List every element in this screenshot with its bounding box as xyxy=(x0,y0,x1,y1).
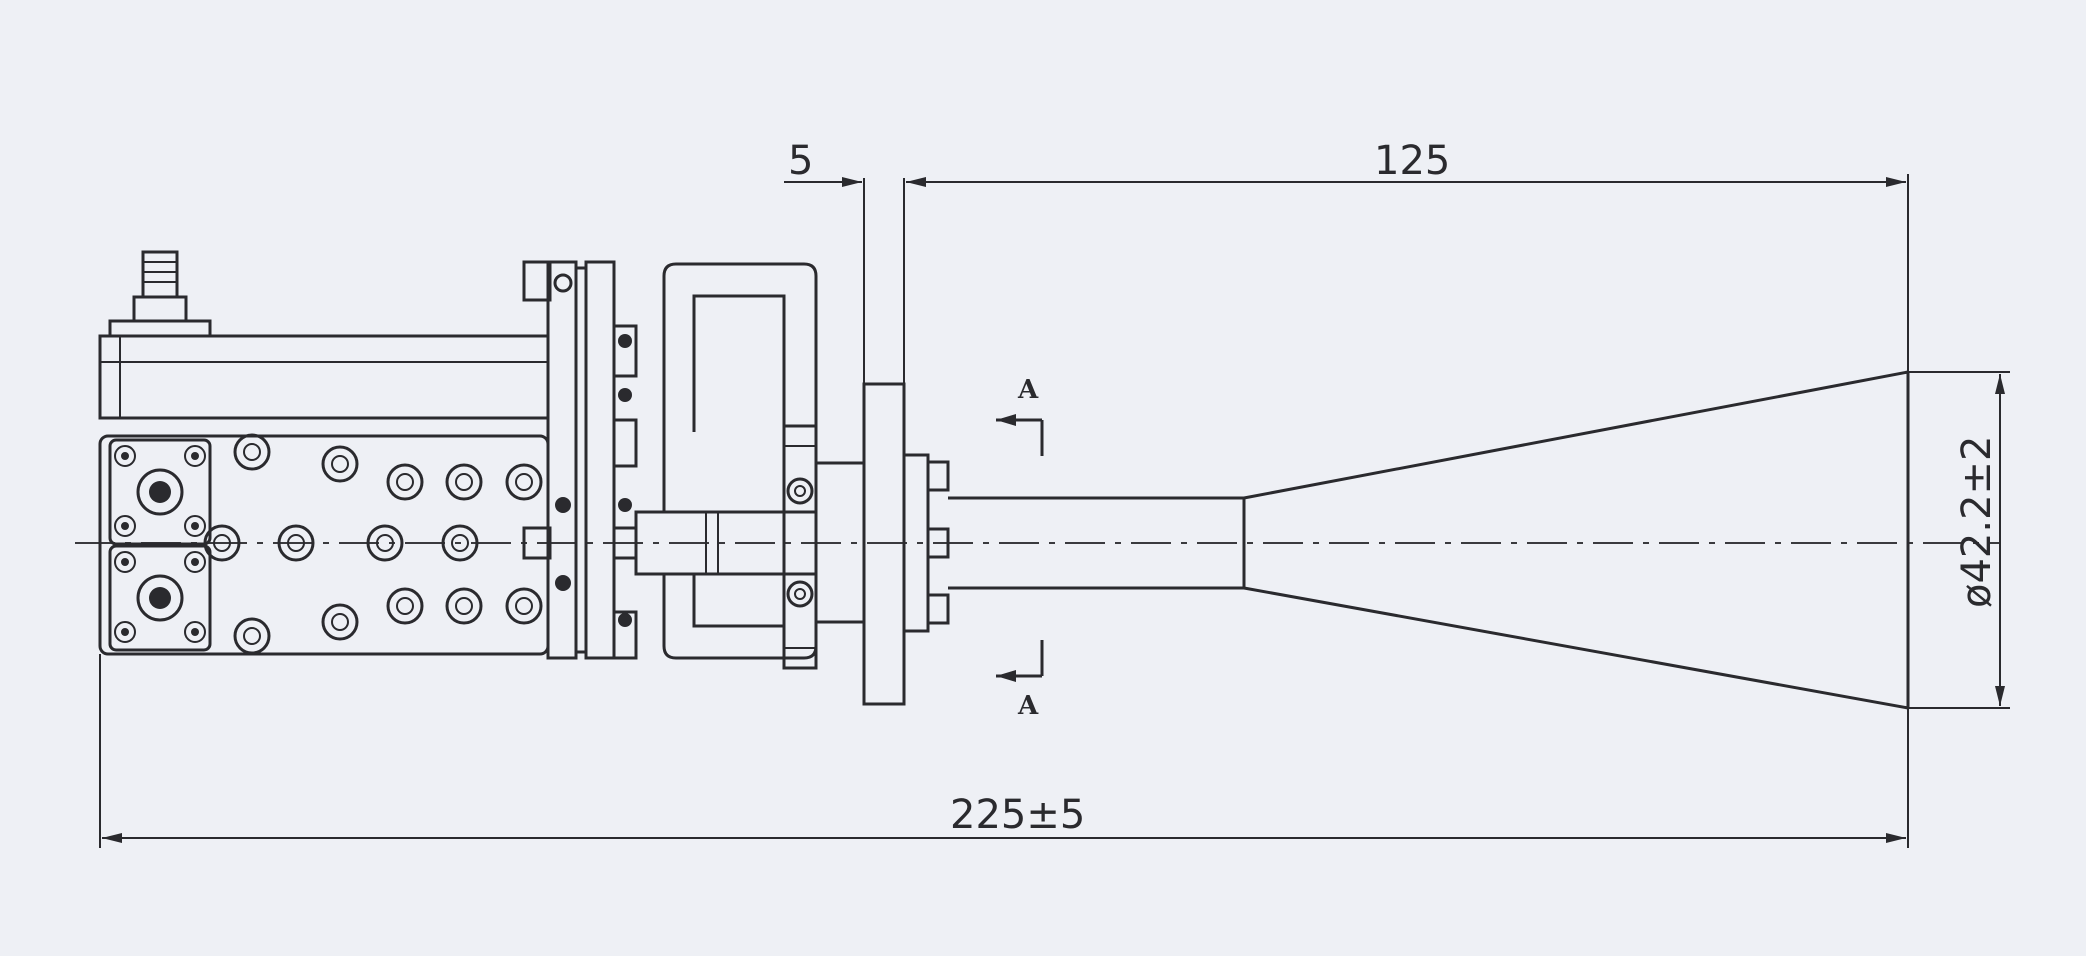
dim-horn-length-label: 125 xyxy=(1374,138,1450,184)
dim-aperture-diameter: ø42.2±2 xyxy=(1908,371,2010,709)
section-label-bottom: A xyxy=(1017,691,1039,721)
section-label-top: A xyxy=(1017,375,1039,405)
port-holes xyxy=(114,445,206,643)
feed-waveguide xyxy=(948,496,1246,590)
sma-connector xyxy=(108,250,212,338)
dim-overall-length-label: 225±5 xyxy=(950,792,1085,838)
conical-horn xyxy=(1243,370,1910,710)
upper-waveguide xyxy=(98,334,550,420)
dim-overall-length: 225±5 xyxy=(99,654,1909,848)
section-mark-top: A xyxy=(996,375,1044,456)
dim-horn-length: 125 xyxy=(906,138,1909,372)
u-bend xyxy=(634,262,818,670)
dim-flange-thickness: 5 xyxy=(784,138,905,384)
flange-stack xyxy=(522,260,638,660)
horn-flange xyxy=(816,382,950,706)
dim-flange-thickness-label: 5 xyxy=(788,138,813,184)
section-mark-bottom: A xyxy=(996,640,1044,721)
dim-aperture-diameter-label: ø42.2±2 xyxy=(1954,436,2000,609)
block-screws xyxy=(203,433,543,655)
